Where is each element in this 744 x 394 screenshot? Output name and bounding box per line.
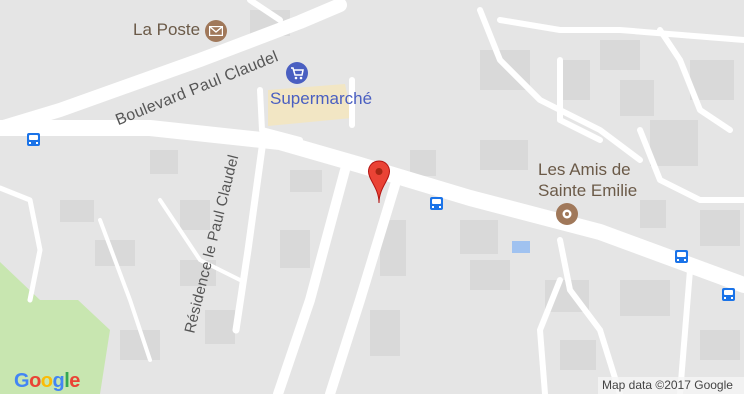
bus-stop-icon[interactable] (27, 133, 40, 146)
bus-stop-icon[interactable] (430, 197, 443, 210)
mail-icon[interactable] (205, 20, 227, 42)
bus-stop-icon[interactable] (722, 288, 735, 301)
map-copyright[interactable]: Map data ©2017 Google (598, 377, 744, 394)
poi-les-amis-label-line2[interactable]: Sainte Emilie (538, 181, 638, 200)
poi-supermarche-label[interactable]: Supermarché (270, 89, 373, 108)
map-pin-icon[interactable] (367, 160, 391, 204)
cart-icon[interactable] (286, 62, 308, 84)
commercial-area (268, 84, 352, 126)
water-area (512, 241, 530, 253)
circle-dot-icon[interactable] (556, 203, 578, 225)
bus-stop-icon[interactable] (675, 250, 688, 263)
google-logo[interactable]: Google (14, 370, 80, 392)
buildings (60, 10, 740, 370)
poi-la-poste-label[interactable]: La Poste (133, 20, 201, 39)
park-area (0, 262, 110, 394)
poi-les-amis-label-line1[interactable]: Les Amis de (538, 160, 631, 179)
